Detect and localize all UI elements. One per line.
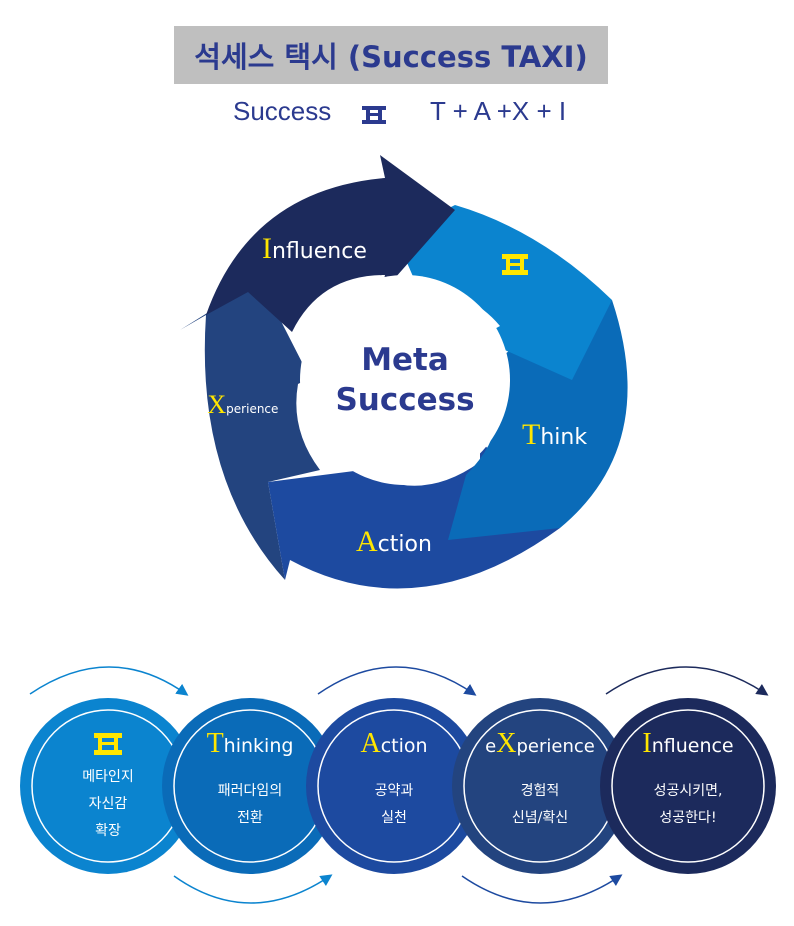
equals-hanja-icon <box>94 733 122 755</box>
step-title-thinking: Thinking <box>206 728 294 759</box>
step-body-4: 경험적 신념/확신 <box>511 783 569 826</box>
step-circle-3 <box>306 698 482 874</box>
step-title-action: Action <box>360 728 428 759</box>
center-line2: Success <box>335 382 475 418</box>
curved-arrow-icon <box>605 666 769 696</box>
formula: Success T + A +X + I <box>0 96 794 132</box>
step-body-1: 메타인지 자신감 확장 <box>82 769 134 839</box>
equals-hanja-icon <box>362 106 386 124</box>
formula-left: Success <box>233 96 332 126</box>
formula-right: T + A +X + I <box>430 96 567 126</box>
step-title-experience: eXperience <box>485 728 595 759</box>
step-circle-4 <box>452 698 628 874</box>
segment-think <box>448 300 628 540</box>
label-action: Action <box>356 525 432 558</box>
step-title-influence: Influence <box>642 728 734 759</box>
segment-experience <box>180 280 320 580</box>
step-body-5: 성공시키면, 성공한다! <box>653 783 723 826</box>
segment-equals <box>395 205 612 380</box>
step-body-3: 공약과 실천 <box>374 783 414 826</box>
label-influence: Influence <box>262 232 367 265</box>
curved-arrow-icon <box>29 666 189 696</box>
label-experience: eXperience <box>200 390 279 419</box>
segment-influence <box>206 155 455 332</box>
label-think: Think <box>522 418 588 451</box>
curved-arrow-icon <box>461 874 623 904</box>
center-line1: Meta <box>361 342 449 378</box>
title-banner: 석세스 택시 (Success TAXI) <box>174 26 608 84</box>
step-circle-2 <box>162 698 338 874</box>
step-circle-5 <box>600 698 776 874</box>
center-circle <box>300 275 510 485</box>
curved-arrow-icon <box>173 874 333 904</box>
step-body-2: 패러다임의 전환 <box>217 783 283 826</box>
cycle-center-label: Meta Success <box>320 340 490 420</box>
step-circle-1 <box>20 698 196 874</box>
page-title: 석세스 택시 (Success TAXI) <box>194 40 588 74</box>
curved-arrow-icon <box>317 666 477 696</box>
equals-hanja-icon <box>502 254 528 275</box>
